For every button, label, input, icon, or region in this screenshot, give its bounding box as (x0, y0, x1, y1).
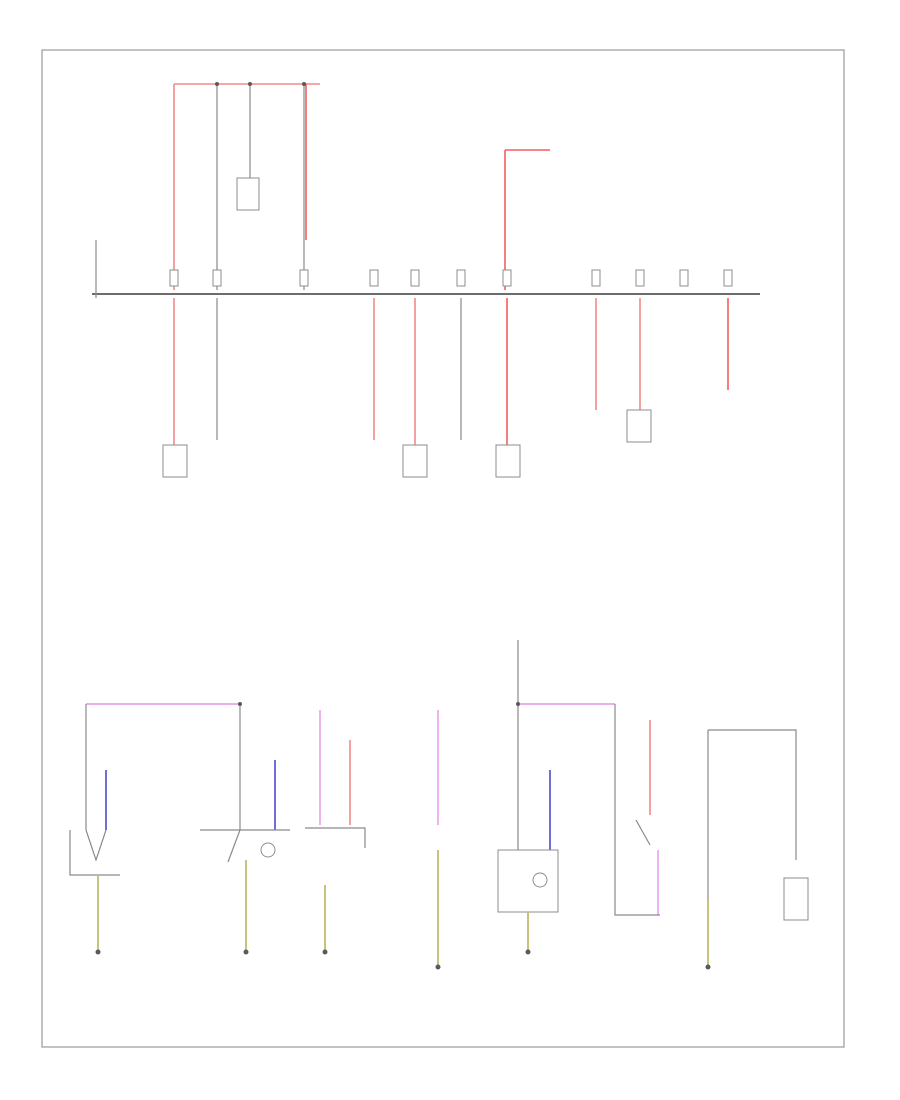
diagram-frame (41, 49, 845, 1048)
load-box-4 (626, 409, 652, 443)
component-box-1 (236, 177, 260, 211)
fuse-marks (169, 269, 733, 287)
load-box-5 (783, 877, 809, 921)
fuse-bus-section (92, 82, 760, 478)
load-box-3 (495, 444, 521, 478)
switch-section (69, 640, 809, 970)
load-box-2 (402, 444, 428, 478)
load-box-1 (162, 444, 188, 478)
